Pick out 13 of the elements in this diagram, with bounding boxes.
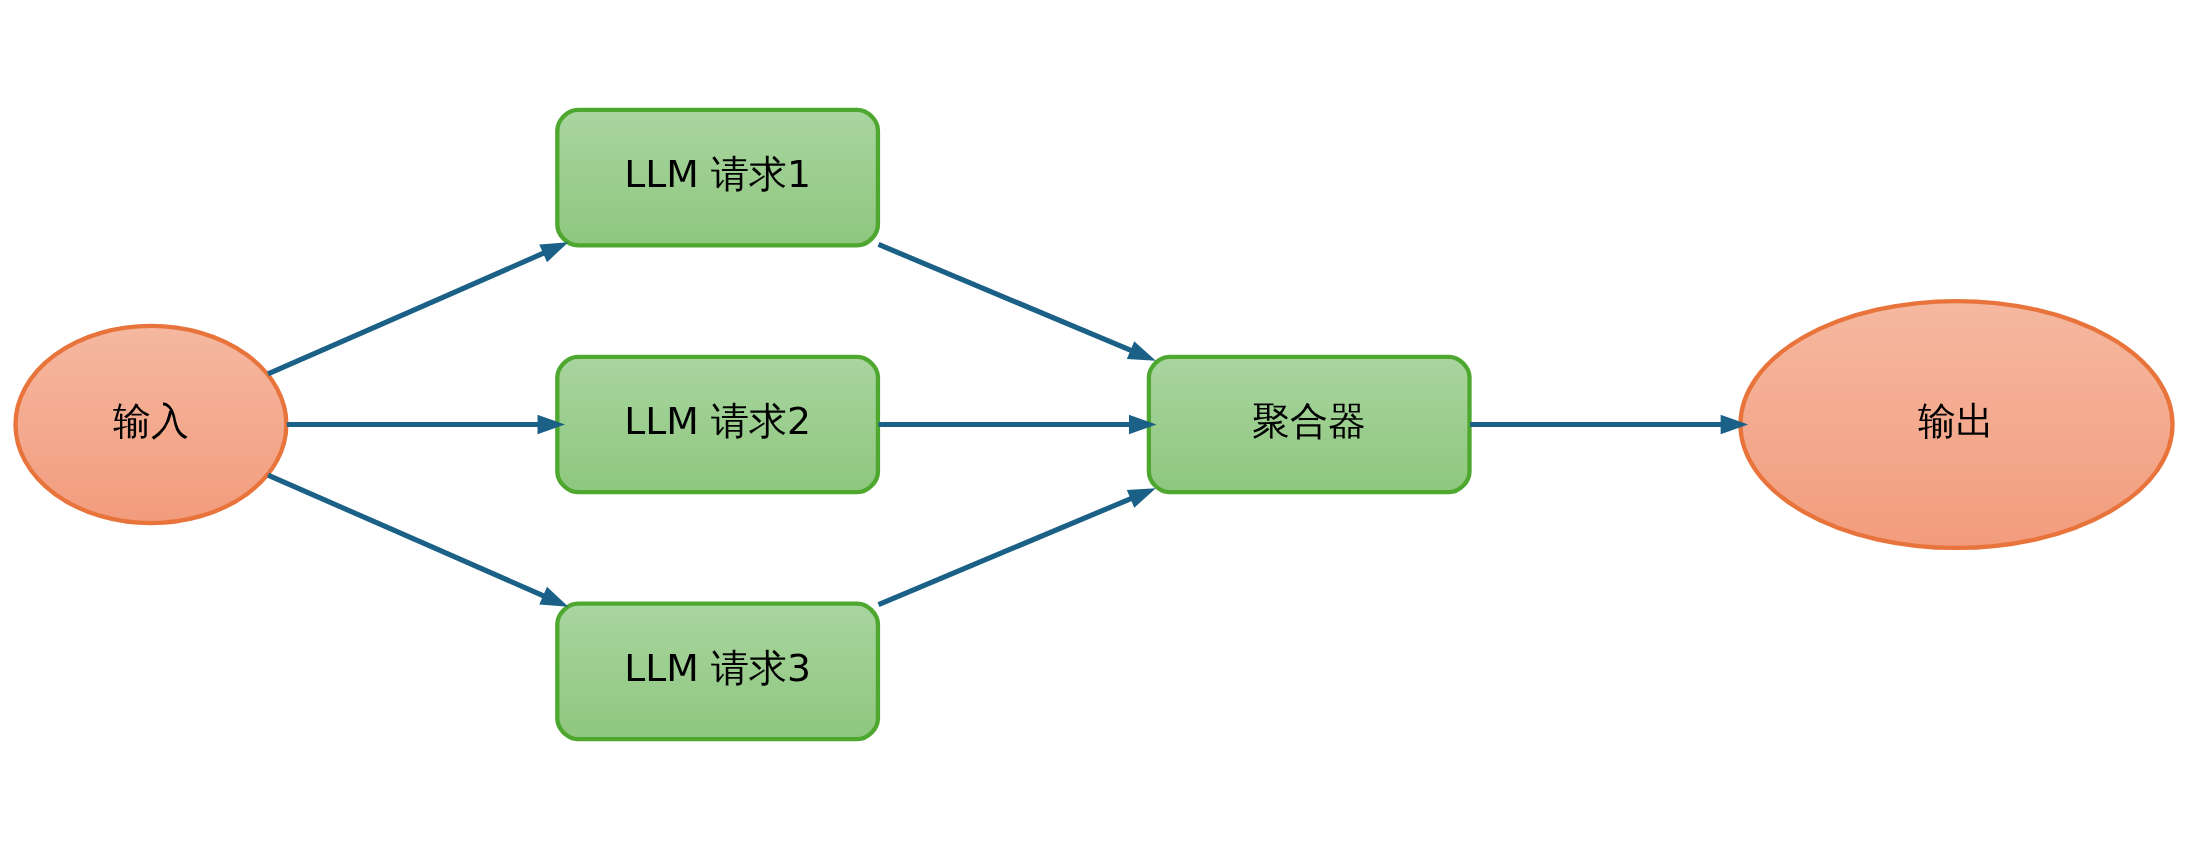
arrow <box>877 488 1156 607</box>
arrow <box>266 472 569 607</box>
arrow <box>1470 414 1749 435</box>
arrow <box>877 242 1156 361</box>
node-ellipse: 输出 <box>1738 298 2175 551</box>
node-ellipse: 输入 <box>13 323 289 526</box>
node-box: 聚合器 <box>1146 354 1472 495</box>
node-box: LLM 请求1 <box>555 107 881 248</box>
node-box: LLM 请求3 <box>555 601 881 742</box>
arrow <box>878 414 1157 435</box>
arrow <box>266 242 569 377</box>
node-box: LLM 请求2 <box>555 354 881 495</box>
arrow <box>286 414 566 435</box>
